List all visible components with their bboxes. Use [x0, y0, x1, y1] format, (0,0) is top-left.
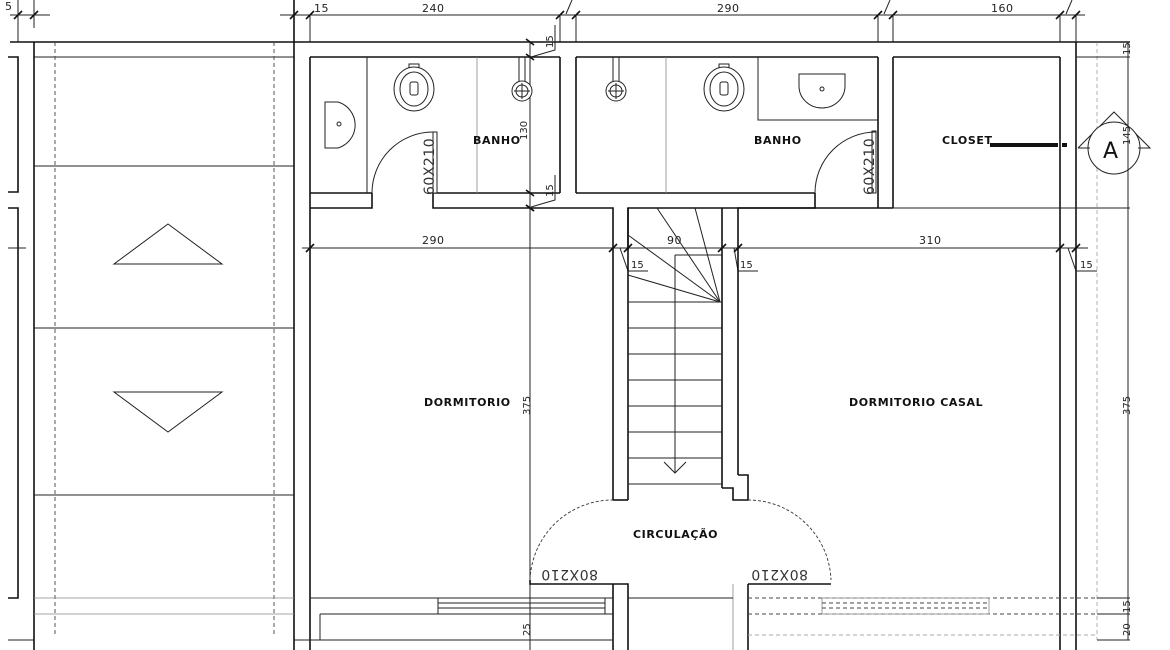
dim-bath-wall-top: 15 — [545, 35, 556, 48]
window-right — [821, 597, 990, 615]
dim-master-width: 310 — [919, 234, 942, 247]
dim-right-bottom-b: 20 — [1122, 623, 1133, 636]
bottom-strip: 25 — [294, 597, 1130, 641]
door-label-master: 80X210 — [751, 566, 808, 582]
window-left — [437, 597, 606, 615]
dim-right-wall-top: 15 — [1122, 42, 1133, 55]
dim-bath-right-width: 290 — [717, 2, 740, 15]
door-swing-bedroom — [529, 499, 614, 581]
room-label-bath-left: BANHO — [473, 134, 521, 147]
top-dimension-chain: 5 15 240 290 160 — [5, 0, 1085, 42]
door-swing-bath-left — [371, 131, 434, 194]
dim-left-partial: 5 — [5, 0, 13, 13]
mid-dimension-chain: 290 90 310 15 15 15 — [302, 234, 1097, 272]
door-label-bedroom: 80X210 — [541, 566, 598, 582]
dim-bath-depth: 130 — [519, 121, 530, 140]
dim-bath-left-width: 240 — [422, 2, 445, 15]
door-label-bath-left: 60X210 — [422, 138, 438, 195]
room-label-master-bedroom: DORMITORIO CASAL — [849, 396, 983, 409]
toilet-left-icon — [393, 66, 435, 112]
dim-wall-15: 15 — [314, 2, 329, 15]
sink-left-icon — [324, 101, 356, 149]
dim-closet-width: 160 — [991, 2, 1014, 15]
room-label-bath-right: BANHO — [754, 134, 802, 147]
arrow-up-icon — [112, 223, 224, 265]
staircase[interactable] — [612, 207, 749, 501]
left-adjacent-unit — [8, 0, 1130, 650]
section-marker-label: A — [1103, 139, 1118, 164]
door-swing-bath-right — [814, 131, 877, 194]
dim-right-bottom-a: 15 — [1122, 600, 1133, 613]
dim-right-closet: 145 — [1122, 126, 1133, 145]
right-dimension-chain: 15 145 375 15 20 — [1097, 42, 1133, 641]
dim-wall-left-stair: 15 — [631, 260, 644, 271]
dim-bedroom-depth: 375 — [522, 396, 533, 415]
room-label-closet: CLOSET — [942, 134, 993, 147]
dim-wall-right-stair: 15 — [740, 260, 753, 271]
door-label-bath-right: 60X210 — [862, 138, 878, 195]
arrow-down-icon — [112, 391, 224, 433]
stair-direction-arrow-icon — [663, 461, 687, 474]
dim-bottom-depth: 25 — [522, 623, 533, 636]
master-bedroom: DORMITORIO CASAL — [849, 396, 983, 409]
bathroom-left: 60X210 BANHO 15 130 15 — [310, 25, 614, 650]
dim-stair-width: 90 — [667, 234, 682, 247]
bedroom: DORMITORIO 375 — [424, 204, 535, 415]
section-marker: A — [1077, 111, 1152, 175]
toilet-right-icon — [703, 66, 745, 112]
door-swing-master — [747, 499, 832, 581]
room-label-hall: CIRCULAÇÃO — [633, 528, 718, 541]
dim-bedroom-width: 290 — [422, 234, 445, 247]
hallway: CIRCULAÇÃO 80X210 80X210 — [529, 499, 832, 650]
dim-bath-wall-bottom: 15 — [545, 184, 556, 197]
dim-wall-right-ext: 15 — [1080, 260, 1093, 271]
room-label-bedroom: DORMITORIO — [424, 396, 511, 409]
closet: CLOSET — [892, 57, 1130, 209]
dim-right-bedroom: 375 — [1122, 396, 1133, 415]
section-cut-line — [990, 143, 1058, 147]
bathroom-right: 60X210 BANHO — [575, 57, 893, 250]
